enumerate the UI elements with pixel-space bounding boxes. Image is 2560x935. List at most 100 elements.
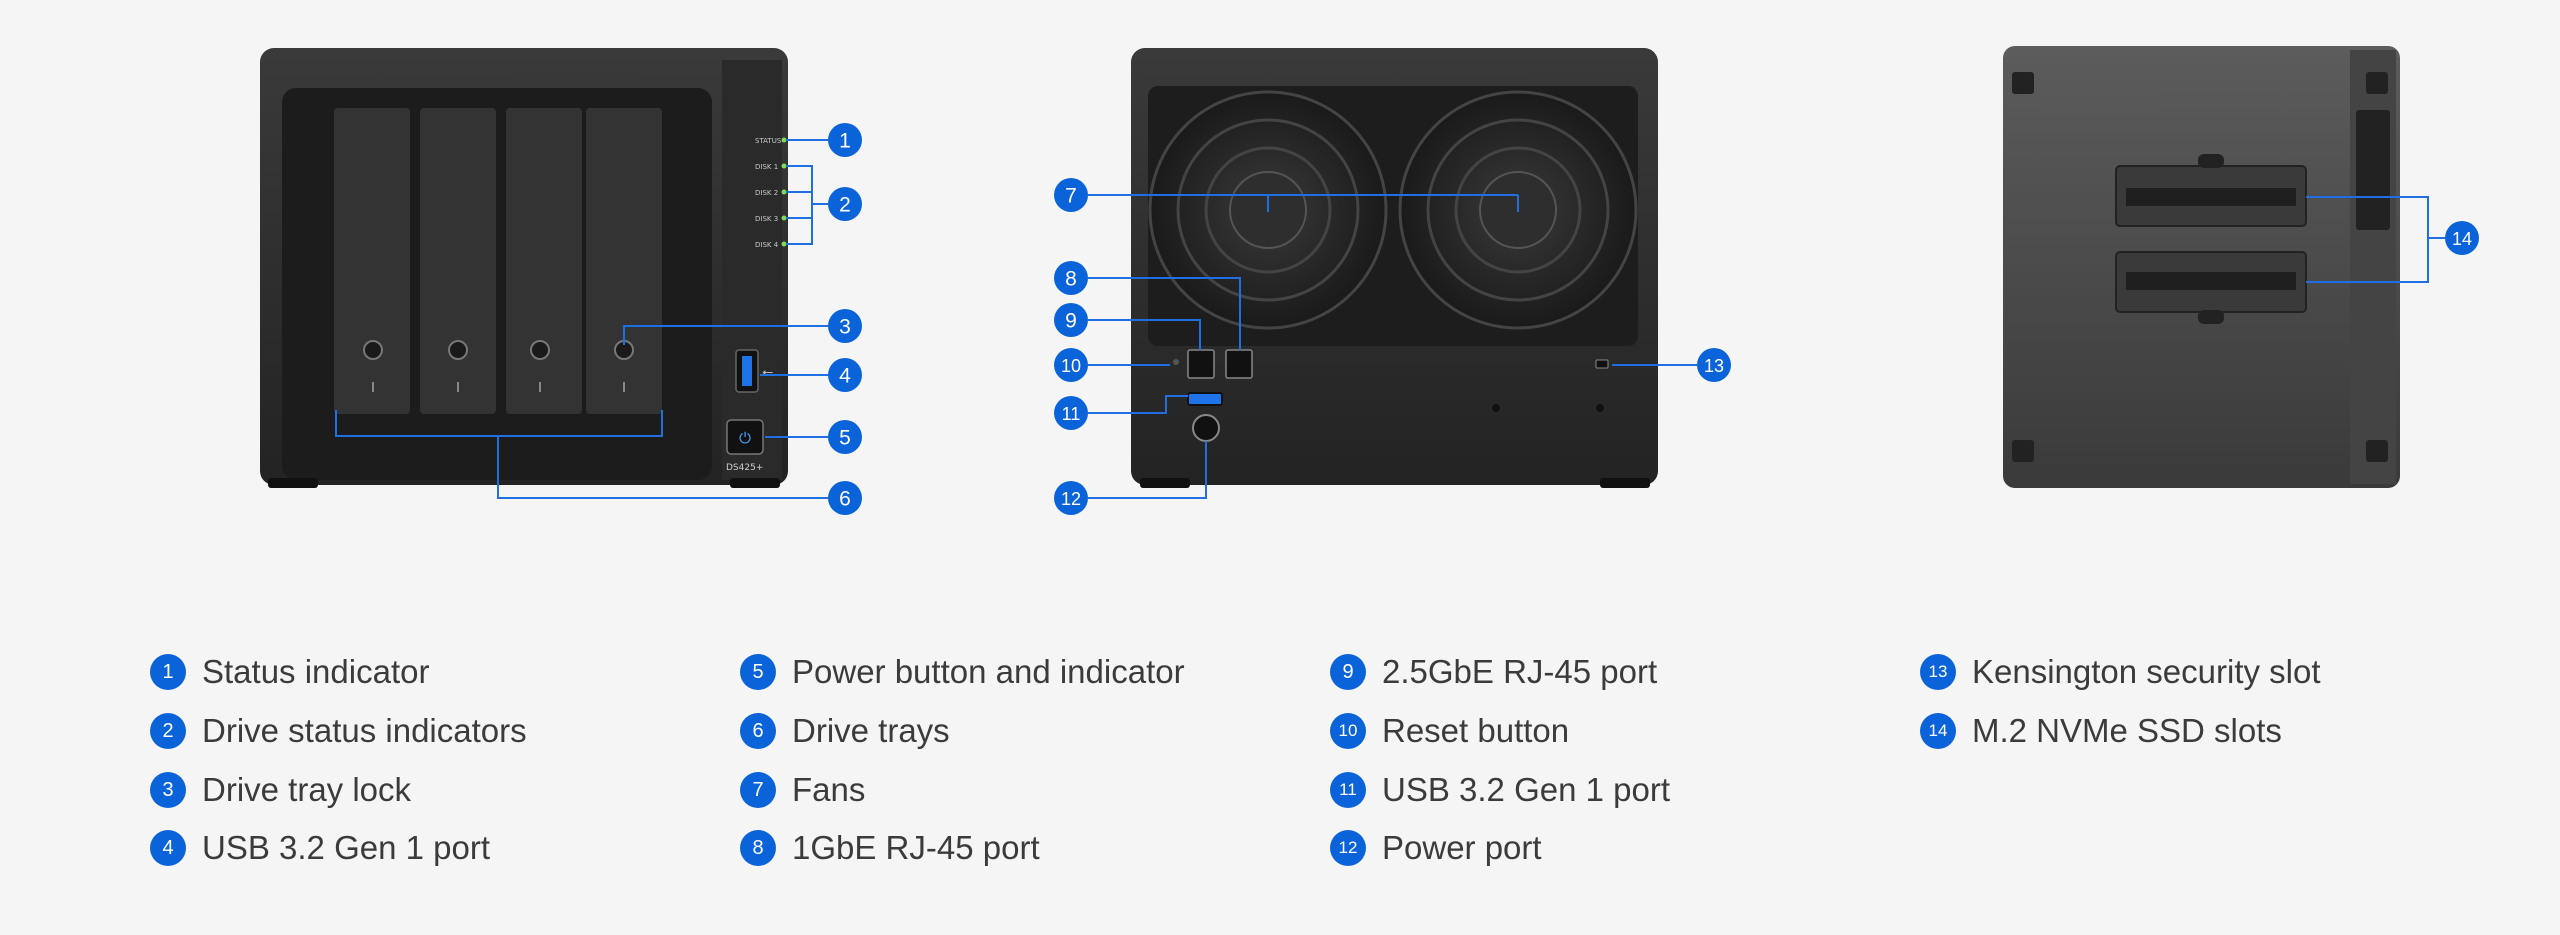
tray-lock-2[interactable] <box>448 340 468 360</box>
legend-badge: 8 <box>740 830 776 866</box>
legend-label: USB 3.2 Gen 1 port <box>1382 771 1670 808</box>
led-label-disk-4: DISK 4 <box>755 241 779 249</box>
callout-12: 12 <box>1061 489 1081 509</box>
front-foot-right <box>730 478 780 488</box>
back-foot-right <box>1600 478 1650 488</box>
leader-2 <box>786 165 813 245</box>
tray-lock-3[interactable] <box>530 340 550 360</box>
legend-label: 1GbE RJ-45 port <box>792 829 1040 866</box>
power-button[interactable] <box>726 419 764 455</box>
legend-item-6: 6 Drive trays <box>740 711 950 751</box>
leader-3 <box>623 325 828 345</box>
legend-badge: 5 <box>740 654 776 690</box>
usb-symbol-icon: ⭠ <box>762 364 773 380</box>
legend-badge: 2 <box>150 713 186 749</box>
callout-2: 2 <box>839 194 851 217</box>
legend-item-5: 5 Power button and indicator <box>740 652 1185 692</box>
legend-label: Drive tray lock <box>202 771 412 808</box>
legend-badge: 7 <box>740 772 776 808</box>
bottom-foot-tl <box>2012 72 2034 94</box>
drive-tray-2[interactable] <box>420 108 496 414</box>
rj45-port-1gbe[interactable] <box>1225 349 1253 379</box>
fan-right-ring-2 <box>1426 118 1610 302</box>
callout-14-circle <box>2445 221 2479 255</box>
legend-item-1: 1 Status indicator <box>150 652 429 692</box>
callout-11-circle <box>1054 396 1088 430</box>
callout-10-circle <box>1054 348 1088 382</box>
legend-badge: 1 <box>150 654 186 690</box>
device-diagram: STATUS DISK 1 DISK 2 DISK 3 DISK 4 ⭠ ⏻ D… <box>260 46 2479 515</box>
bottom-foot-tr <box>2366 72 2388 94</box>
leader-11 <box>1088 395 1188 414</box>
callout-9: 9 <box>1065 310 1077 333</box>
legend-item-11: 11 USB 3.2 Gen 1 port <box>1330 770 1670 810</box>
disk-led-1 <box>781 163 787 169</box>
callout-10: 10 <box>1061 356 1081 376</box>
leader-8 <box>1088 277 1241 350</box>
legend-label: Power button and indicator <box>792 653 1185 690</box>
leader-9 <box>1088 319 1201 350</box>
callout-13-circle <box>1697 348 1731 382</box>
m2-slot-2-tab <box>2198 310 2224 324</box>
power-icon: ⏻ <box>739 429 751 447</box>
back-foot-left <box>1140 478 1190 488</box>
legend-label: USB 3.2 Gen 1 port <box>202 829 490 866</box>
power-port[interactable] <box>1192 414 1220 442</box>
legend-label: 2.5GbE RJ-45 port <box>1382 653 1658 690</box>
callout-4: 4 <box>839 365 851 388</box>
model-label: DS425+ <box>726 463 763 473</box>
drive-tray-3[interactable] <box>506 108 582 414</box>
legend-label: Reset button <box>1382 712 1570 749</box>
tray-mark-4 <box>623 382 625 392</box>
callout-11: 11 <box>1062 404 1081 424</box>
legend-badge: 3 <box>150 772 186 808</box>
legend: 1 Status indicator 2 Drive status indica… <box>150 652 2490 892</box>
bottom-foot-bl <box>2012 440 2034 462</box>
legend-item-2: 2 Drive status indicators <box>150 711 527 751</box>
callout-4-circle <box>828 358 862 392</box>
led-label-disk-1: DISK 1 <box>755 163 778 171</box>
legend-item-14: 14 M.2 NVMe SSD slots <box>1920 711 2282 751</box>
legend-badge: 6 <box>740 713 776 749</box>
callout-14: 14 <box>2452 229 2472 249</box>
fan-left-ring-2 <box>1176 118 1360 302</box>
drive-tray-4[interactable] <box>586 108 662 414</box>
drive-trays <box>334 108 662 414</box>
leader-12 <box>1088 441 1207 499</box>
leader-14 <box>2306 196 2429 283</box>
bottom-foot-br <box>2366 440 2388 462</box>
callout-5: 5 <box>839 427 851 450</box>
legend-label: Kensington security slot <box>1972 653 2321 690</box>
legend-label: Drive status indicators <box>202 712 527 749</box>
fan-left-ring-3 <box>1204 146 1332 274</box>
legend-item-7: 7 Fans <box>740 770 865 810</box>
disk-led-3 <box>781 215 787 221</box>
rear-usb-port[interactable] <box>1187 392 1223 406</box>
legend-badge: 13 <box>1920 654 1956 690</box>
back-screw-1 <box>1492 404 1500 412</box>
legend-label: Power port <box>1382 829 1542 866</box>
disk-led-4 <box>781 241 787 247</box>
rj45-port-2-5gbe[interactable] <box>1187 349 1215 379</box>
legend-label: Fans <box>792 771 866 808</box>
callout-7: 7 <box>1065 185 1077 208</box>
callout-8-circle <box>1054 261 1088 295</box>
m2-slot-1-vent <box>2126 188 2296 206</box>
drive-tray-1[interactable] <box>334 108 410 414</box>
kensington-slot[interactable] <box>1595 359 1609 369</box>
bottom-view: 14 <box>2003 46 2479 488</box>
callout-3-circle <box>828 309 862 343</box>
callout-9-circle <box>1054 303 1088 337</box>
legend-badge: 4 <box>150 830 186 866</box>
legend-label: Status indicator <box>202 653 430 690</box>
led-panel: STATUS DISK 1 DISK 2 DISK 3 DISK 4 <box>755 137 787 249</box>
disk-led-2 <box>781 189 787 195</box>
legend-item-10: 10 Reset button <box>1330 711 1569 751</box>
tray-mark-2 <box>457 382 459 392</box>
legend-item-12: 12 Power port <box>1330 828 1542 868</box>
callout-6: 6 <box>839 488 851 511</box>
callout-6-circle <box>828 481 862 515</box>
legend-item-4: 4 USB 3.2 Gen 1 port <box>150 828 490 868</box>
reset-button[interactable] <box>1173 359 1179 365</box>
tray-lock-1[interactable] <box>363 340 383 360</box>
